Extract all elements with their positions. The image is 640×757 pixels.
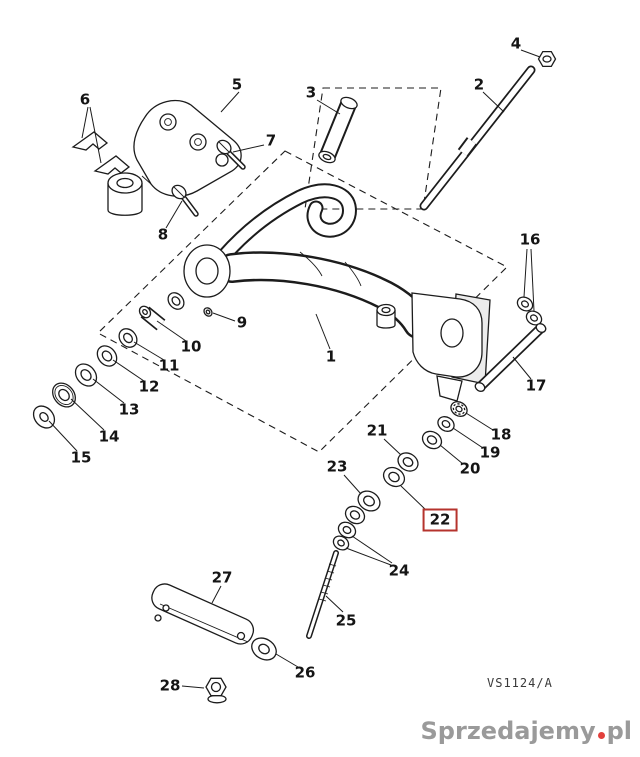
leader-line-11 (133, 341, 165, 361)
part-label-1: 1 (325, 347, 337, 366)
leader-line-5 (220, 91, 240, 113)
part-label-10: 10 (180, 337, 202, 356)
part-label-8: 8 (157, 225, 169, 244)
part-label-21: 21 (366, 421, 388, 440)
part-label-3: 3 (305, 83, 317, 102)
leader-line-12 (112, 359, 145, 382)
leader-line-24 (345, 547, 392, 566)
part-label-17: 17 (525, 376, 547, 395)
part-6-clips (71, 131, 131, 175)
part-label-23: 23 (326, 457, 348, 476)
part-3-tube (318, 96, 358, 164)
watermark-name: Sprzedajemy (420, 717, 596, 745)
part-25-rod (306, 550, 339, 639)
leader-line-19 (452, 427, 484, 449)
leader-line-8 (165, 200, 183, 229)
part-26-washer (251, 637, 277, 661)
part-label-14: 14 (98, 427, 120, 446)
left-washer-stack (32, 292, 185, 429)
leader-line-23 (343, 474, 362, 495)
part-28-nut (205, 677, 227, 704)
part-4-nut (537, 50, 557, 68)
drawing-code: VS1124/A (487, 676, 553, 690)
leader-line-25 (325, 595, 344, 613)
leader-line-21 (383, 438, 402, 456)
watermark-tld: pl (606, 717, 632, 745)
leader-line-24 (351, 535, 393, 564)
part-27-bracket (151, 583, 255, 645)
leader-line-22 (400, 485, 428, 512)
leader-line-2 (482, 91, 505, 113)
part-label-26: 26 (294, 663, 316, 682)
part-label-19: 19 (479, 443, 501, 462)
part-label-24: 24 (388, 561, 410, 580)
part-label-27: 27 (211, 568, 233, 587)
leader-line-10 (156, 320, 187, 342)
leader-line-26 (275, 653, 299, 668)
part-label-7: 7 (265, 131, 277, 150)
leader-line-28 (181, 685, 205, 689)
part-label-5: 5 (231, 75, 243, 94)
part-label-28: 28 (159, 676, 181, 695)
part-label-11: 11 (158, 356, 180, 375)
leader-lines (48, 49, 541, 689)
part-7-bolt (216, 139, 246, 170)
part-label-9: 9 (236, 313, 248, 332)
part-label-6: 6 (79, 90, 91, 109)
part-17-shaft (474, 323, 547, 392)
leader-line-16 (530, 248, 535, 312)
part-label-15: 15 (70, 448, 92, 467)
part-label-20: 20 (459, 459, 481, 478)
leader-line-3 (316, 99, 341, 115)
part-label-16: 16 (519, 230, 541, 249)
part-1-main-casting (183, 183, 491, 402)
part-16-washers (516, 296, 543, 326)
part-2-shaft (419, 65, 536, 211)
part-label-13: 13 (118, 400, 140, 419)
leader-line-16 (523, 248, 528, 298)
leader-line-17 (512, 356, 532, 380)
leader-line-9 (212, 312, 236, 322)
part-label-2: 2 (473, 75, 485, 94)
watermark: Sprzedajemy pl (421, 717, 632, 745)
leader-line-20 (439, 444, 464, 465)
part-label-25: 25 (335, 611, 357, 630)
leader-line-27 (211, 585, 222, 604)
right-washer-stack (332, 401, 468, 551)
leader-line-15 (48, 420, 78, 452)
leader-line-6 (89, 106, 102, 164)
part-label-4: 4 (510, 34, 522, 53)
part-label-12: 12 (138, 377, 160, 396)
leader-line-1 (315, 313, 331, 350)
leader-line-14 (70, 398, 105, 431)
watermark-dot-icon (597, 732, 605, 739)
leader-line-18 (465, 412, 494, 431)
leader-line-6 (81, 106, 89, 139)
part-label-22: 22 (422, 508, 458, 532)
leader-line-7 (232, 144, 265, 153)
part-9-clip (203, 307, 213, 317)
leader-line-4 (520, 49, 541, 58)
part-label-18: 18 (490, 425, 512, 444)
part-5-bracket-casting (107, 99, 242, 216)
part-8-bolt (171, 184, 199, 217)
leader-line-13 (92, 378, 125, 404)
